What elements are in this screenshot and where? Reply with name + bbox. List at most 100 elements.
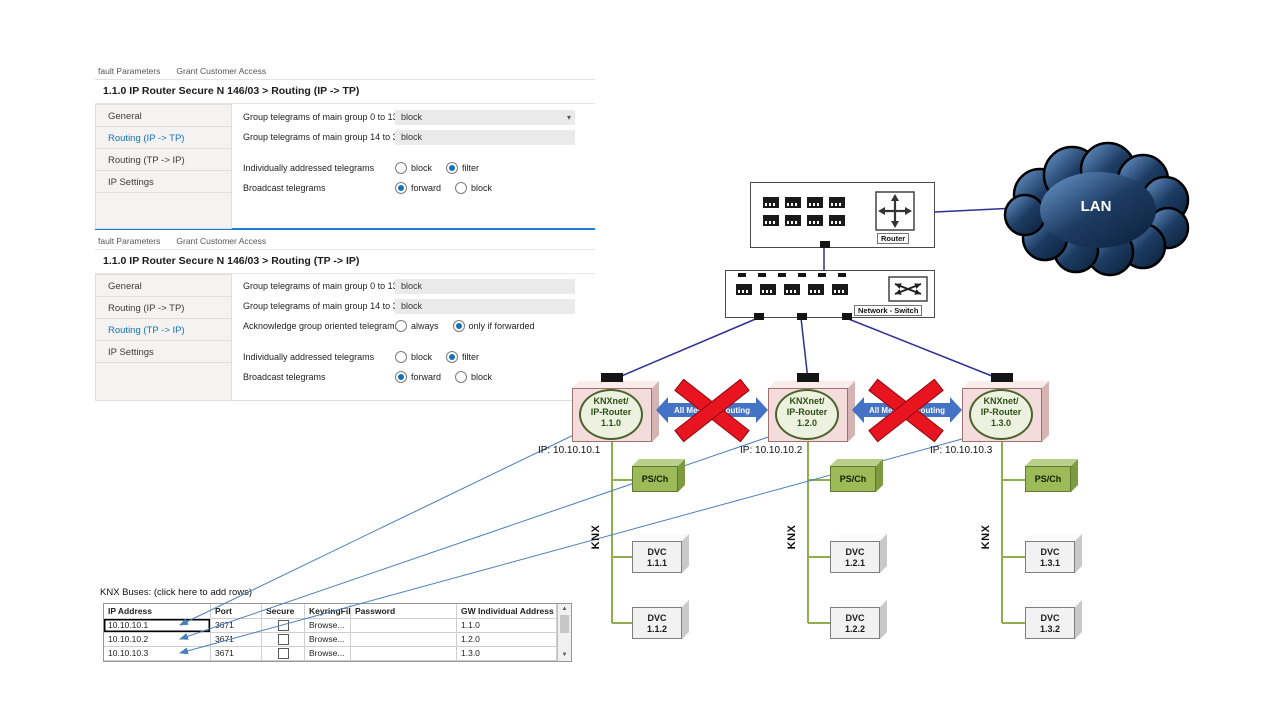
tab-bar: fault Parameters Grant Customer Access <box>95 232 595 250</box>
radio-block[interactable]: block <box>455 182 492 194</box>
cell-keyring-browse-button[interactable]: Browse... <box>305 619 351 633</box>
power-supply-label: PS/Ch <box>839 474 867 484</box>
sidebar-item-ip-settings[interactable]: IP Settings <box>95 340 232 363</box>
cell-port[interactable]: 3671 <box>211 619 262 633</box>
radio-dot <box>446 162 459 174</box>
ethernet-port-icon <box>784 284 800 295</box>
bus-connector <box>601 373 623 382</box>
cell-keyring-browse-button[interactable]: Browse... <box>305 647 351 661</box>
cell-password[interactable] <box>351 633 457 647</box>
cell-port[interactable]: 3671 <box>211 647 262 661</box>
cell-secure[interactable] <box>262 619 305 633</box>
knx-router-node-3: KNXnet/ IP-Router 1.3.0 <box>962 373 1042 442</box>
radio-label: block <box>471 372 493 382</box>
knx-router-node-2: KNXnet/ IP-Router 1.2.0 <box>768 373 848 442</box>
radio-dot <box>455 182 468 194</box>
tab-default-parameters[interactable]: fault Parameters <box>98 235 161 246</box>
cell-secure[interactable] <box>262 633 305 647</box>
radio-block[interactable]: block <box>395 162 432 174</box>
param-dialog-ip-tp: fault Parameters Grant Customer Access 1… <box>95 62 595 230</box>
param-label-individually-addressed: Individually addressed telegrams <box>243 352 375 362</box>
power-supply-2: PS/Ch <box>830 466 876 492</box>
ethernet-port-icon <box>760 284 776 295</box>
radio-filter[interactable]: filter <box>446 162 479 174</box>
radio-label: block <box>411 352 433 362</box>
sidebar: General Routing (IP -> TP) Routing (TP -… <box>95 274 232 401</box>
secure-checkbox[interactable] <box>277 634 289 645</box>
ethernet-port-icon <box>736 284 752 295</box>
sidebar-item-routing-tp-ip[interactable]: Routing (TP -> IP) <box>95 318 232 341</box>
radio-label: only if forwarded <box>468 321 535 331</box>
radio-forward[interactable]: forward <box>395 182 441 194</box>
scroll-up-icon[interactable]: ▲ <box>561 606 568 612</box>
group-0-13-value: block <box>395 279 575 294</box>
radio-always[interactable]: always <box>395 320 439 332</box>
tab-default-parameters[interactable]: fault Parameters <box>98 65 161 76</box>
cell-password[interactable] <box>351 619 457 633</box>
uplink-connector <box>758 273 766 277</box>
individually-addressed-radiogroup: block filter <box>395 351 493 363</box>
downlink-connector <box>754 313 764 320</box>
cell-gw-address[interactable]: 1.1.0 <box>457 619 557 633</box>
cell-keyring-browse-button[interactable]: Browse... <box>305 633 351 647</box>
radio-dot <box>395 182 407 194</box>
radio-block[interactable]: block <box>455 371 492 383</box>
vertical-scrollbar[interactable]: ▲ ▼ <box>557 604 571 661</box>
secure-checkbox[interactable] <box>277 620 289 631</box>
router-node-label: KNXnet/ IP-Router 1.1.0 <box>579 389 643 440</box>
col-header-keyring: KeyringFile <box>305 604 351 619</box>
ethernet-port-icon <box>808 284 824 295</box>
knx-bus-label-2: KNX <box>786 524 798 550</box>
sidebar-item-routing-tp-ip[interactable]: Routing (TP -> IP) <box>95 148 232 171</box>
downlink-connector <box>797 313 807 320</box>
group-0-13-dropdown[interactable]: block ▾ <box>395 110 575 125</box>
router-node-label: KNXnet/ IP-Router 1.3.0 <box>969 389 1033 440</box>
bus-connector <box>797 373 819 382</box>
tab-grant-customer-access[interactable]: Grant Customer Access <box>176 235 267 246</box>
panel-title: 1.1.0 IP Router Secure N 146/03 > Routin… <box>95 80 595 104</box>
cell-ip-address[interactable]: 10.10.10.3 <box>104 647 211 661</box>
sidebar-item-ip-settings[interactable]: IP Settings <box>95 170 232 193</box>
ethernet-port-icon <box>807 197 823 208</box>
bus-table-caption[interactable]: KNX Buses: (click here to add rows) <box>100 587 253 598</box>
blocked-x-icon <box>674 378 750 442</box>
radio-filter[interactable]: filter <box>446 351 479 363</box>
cell-gw-address[interactable]: 1.3.0 <box>457 647 557 661</box>
cell-port[interactable]: 3671 <box>211 633 262 647</box>
sidebar-item-general[interactable]: General <box>95 104 232 127</box>
col-header-gw: GW Individual Address <box>457 604 557 619</box>
radio-dot <box>395 371 407 383</box>
ethernet-port-icon <box>785 215 801 226</box>
param-label-individually-addressed: Individually addressed telegrams <box>243 163 375 173</box>
chevron-down-icon: ▾ <box>566 113 571 122</box>
tab-grant-customer-access[interactable]: Grant Customer Access <box>176 65 267 76</box>
radio-block[interactable]: block <box>395 351 432 363</box>
scroll-down-icon[interactable]: ▼ <box>561 652 568 658</box>
scrollbar-thumb[interactable] <box>560 615 569 633</box>
radio-label: always <box>411 321 439 331</box>
cell-password[interactable] <box>351 647 457 661</box>
sidebar-item-routing-ip-tp[interactable]: Routing (IP -> TP) <box>95 296 232 319</box>
radio-forward[interactable]: forward <box>395 371 441 383</box>
sidebar-item-general[interactable]: General <box>95 274 232 297</box>
param-dialog-tp-ip: fault Parameters Grant Customer Access 1… <box>95 232 595 401</box>
bus-connector <box>991 373 1013 382</box>
cell-secure[interactable] <box>262 647 305 661</box>
radio-only-if-forwarded[interactable]: only if forwarded <box>452 320 535 332</box>
cell-ip-address[interactable]: 10.10.10.2 <box>104 633 211 647</box>
secure-checkbox[interactable] <box>277 648 289 659</box>
lan-label: LAN <box>1081 198 1112 215</box>
power-supply-label: PS/Ch <box>641 474 669 484</box>
param-label-broadcast: Broadcast telegrams <box>243 183 326 193</box>
cell-ip-address[interactable]: 10.10.10.1 <box>104 619 211 633</box>
sidebar-item-routing-ip-tp[interactable]: Routing (IP -> TP) <box>95 126 232 149</box>
acknowledge-radiogroup: always only if forwarded <box>395 320 549 332</box>
individually-addressed-radiogroup: block filter <box>395 162 493 174</box>
cell-gw-address[interactable]: 1.2.0 <box>457 633 557 647</box>
ethernet-port-icon <box>829 215 845 226</box>
node-ip-label-3: IP: 10.10.10.3 <box>930 445 993 456</box>
switch-icon <box>888 276 928 307</box>
ethernet-port-icon <box>832 284 848 295</box>
